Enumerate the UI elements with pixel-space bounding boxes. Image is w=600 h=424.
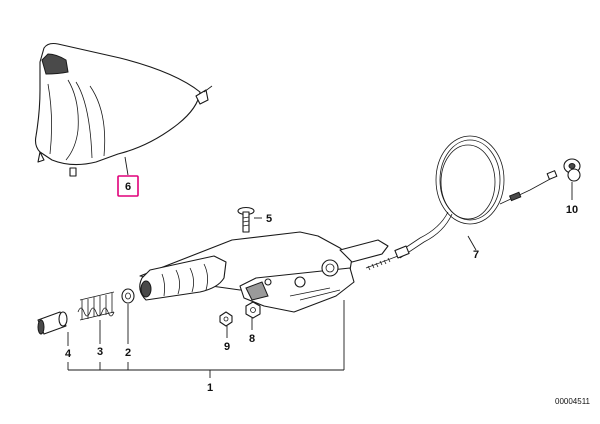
callout-5[interactable]: 5: [266, 213, 272, 225]
part-10-grommet[interactable]: [563, 158, 581, 182]
leader-7: [467, 235, 477, 251]
leader-6: [124, 156, 129, 176]
callout-8[interactable]: 8: [249, 333, 255, 345]
part-3-spring[interactable]: [77, 291, 115, 321]
part-6-lever-boot[interactable]: [34, 42, 213, 177]
callout-4[interactable]: 4: [65, 348, 72, 360]
callout-7[interactable]: 7: [473, 249, 479, 261]
document-number: 00004511: [555, 397, 591, 406]
callout-6[interactable]: 6: [125, 181, 131, 193]
callout-3[interactable]: 3: [97, 346, 103, 358]
part-1-lever-assembly[interactable]: [139, 231, 389, 313]
part-5-bolt[interactable]: [237, 206, 255, 233]
highlight-box-6: [117, 175, 139, 197]
callout-9[interactable]: 9: [224, 341, 230, 353]
assembly-bracket-1: [67, 300, 345, 378]
part-8-nut[interactable]: [245, 301, 261, 319]
callout-10[interactable]: 10: [566, 204, 578, 216]
part-7-cable[interactable]: [365, 135, 558, 271]
part-4-end-cap[interactable]: [37, 311, 68, 335]
callout-2[interactable]: 2: [125, 347, 131, 359]
part-2-washer[interactable]: [121, 288, 135, 304]
part-9-nut[interactable]: [219, 311, 233, 327]
callout-1[interactable]: 1: [207, 382, 213, 394]
